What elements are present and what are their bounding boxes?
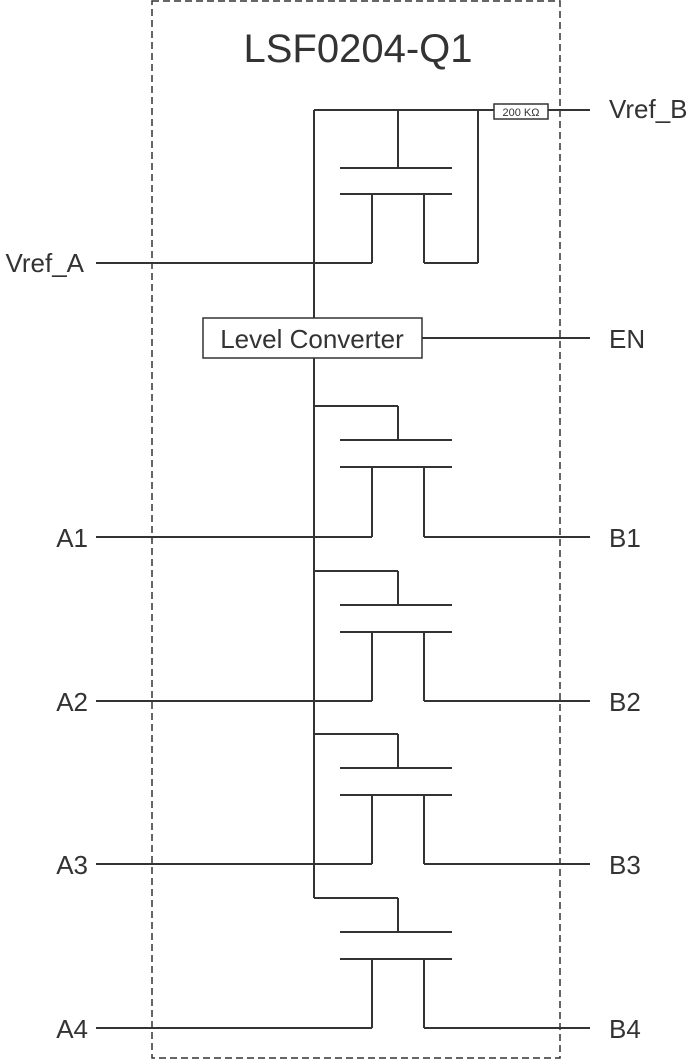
pin-a2: A2 xyxy=(56,687,88,717)
pin-en: EN xyxy=(609,324,645,354)
resistor-200k xyxy=(493,103,549,120)
pin-a4: A4 xyxy=(56,1014,88,1044)
pin-vref-a: Vref_A xyxy=(5,248,84,278)
chip-title: LSF0204-Q1 xyxy=(243,27,472,71)
pin-b1: B1 xyxy=(609,523,641,553)
pin-a1: A1 xyxy=(56,523,88,553)
pin-a3: A3 xyxy=(56,850,88,880)
pin-b4: B4 xyxy=(609,1014,641,1044)
pin-b2: B2 xyxy=(609,687,641,717)
level-converter-label: Level Converter xyxy=(220,324,404,354)
chip-boundary xyxy=(151,0,561,1059)
resistor-label: 200 KΩ xyxy=(503,107,540,119)
pin-vref-b: Vref_B xyxy=(609,94,688,124)
level-converter-box xyxy=(202,317,423,359)
pin-b3: B3 xyxy=(609,850,641,880)
